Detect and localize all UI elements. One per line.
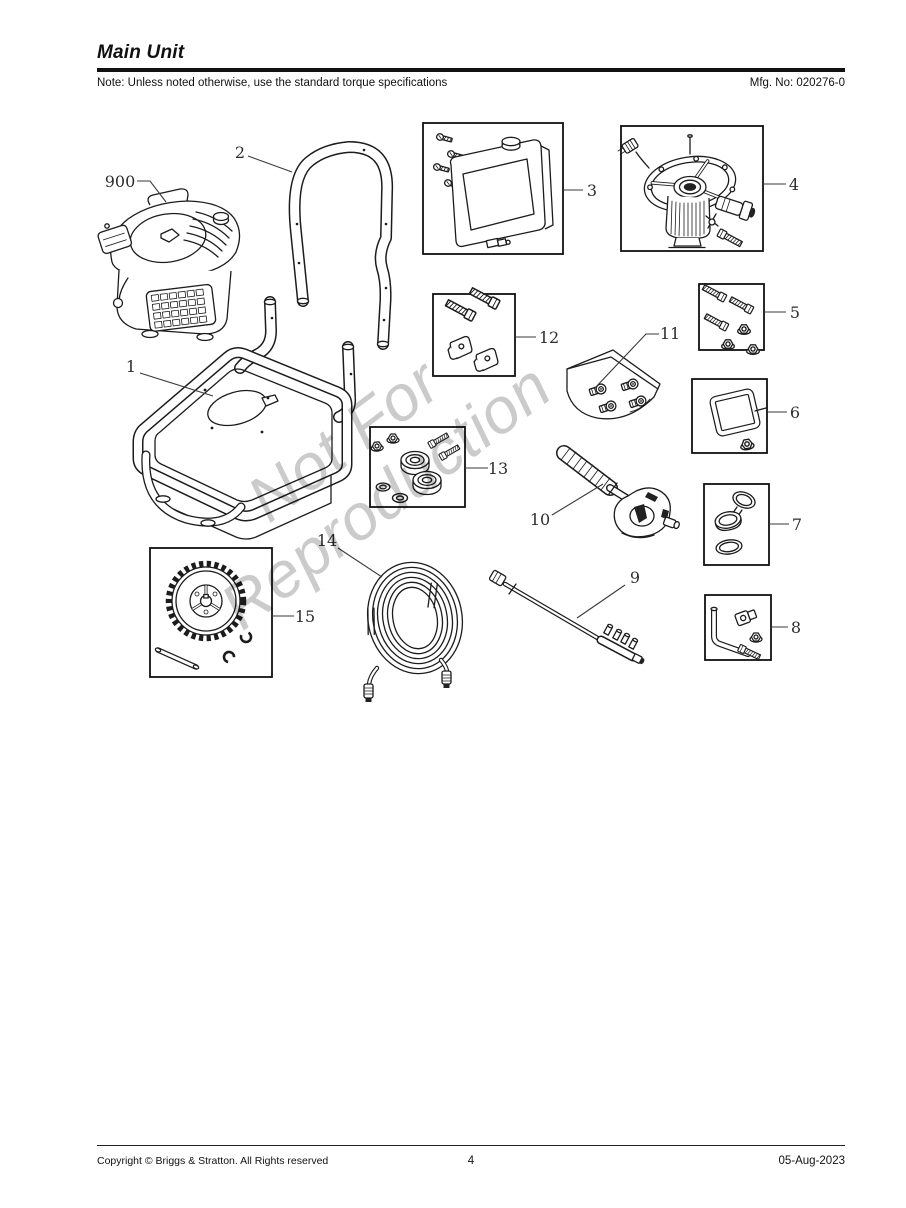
cap-kit-drawing [714, 491, 756, 555]
callout-12: 12 [539, 328, 559, 347]
callout-11: 11 [660, 324, 680, 343]
engine-drawing [97, 188, 241, 342]
bracket-drawing [709, 388, 767, 452]
page-header: Main Unit Note: Unless noted otherwise, … [97, 42, 845, 89]
handle-drawing [288, 141, 394, 350]
callout-5: 5 [790, 303, 800, 322]
wheel-kit-drawing [154, 560, 253, 670]
chemical-tube-kit-drawing [710, 606, 763, 662]
leader-lines [137, 155, 789, 628]
callout-9: 9 [630, 568, 640, 587]
wand-drawing [488, 569, 645, 665]
callout-1: 1 [126, 357, 136, 376]
header-rule [97, 68, 845, 72]
callout-8: 8 [791, 618, 801, 637]
nozzle-bag-drawing [566, 349, 661, 420]
panel-drawing [432, 132, 554, 249]
callout-3: 3 [587, 181, 597, 200]
page-title: Main Unit [97, 42, 185, 63]
callout-2: 2 [235, 143, 245, 162]
pump-drawing [617, 134, 756, 249]
callout-4: 4 [789, 175, 799, 194]
mfg-number: Mfg. No: 020276-0 [749, 77, 845, 89]
callout-10: 10 [530, 510, 550, 529]
callout-labels: 900 2 1 3 4 5 6 12 11 13 10 7 14 9 8 15 [105, 143, 802, 637]
torque-note: Note: Unless noted otherwise, use the st… [97, 77, 448, 89]
callout-6: 6 [790, 403, 800, 422]
footer-rule [97, 1145, 845, 1147]
revision-date: 05-Aug-2023 [778, 1155, 846, 1168]
callout-900: 900 [105, 172, 136, 191]
page-footer: Copyright © Briggs & Stratton. All Right… [97, 1145, 845, 1167]
callout-13: 13 [488, 459, 508, 478]
page-number: 4 [467, 1155, 475, 1168]
callout-15: 15 [295, 607, 315, 626]
frame-drawing [132, 296, 357, 540]
callout-7: 7 [792, 515, 802, 534]
spray-gun-drawing [556, 445, 680, 539]
hose-drawing [363, 561, 464, 702]
callout-14: 14 [317, 531, 337, 550]
copyright-text: Copyright © Briggs & Stratton. All Right… [97, 1155, 329, 1168]
